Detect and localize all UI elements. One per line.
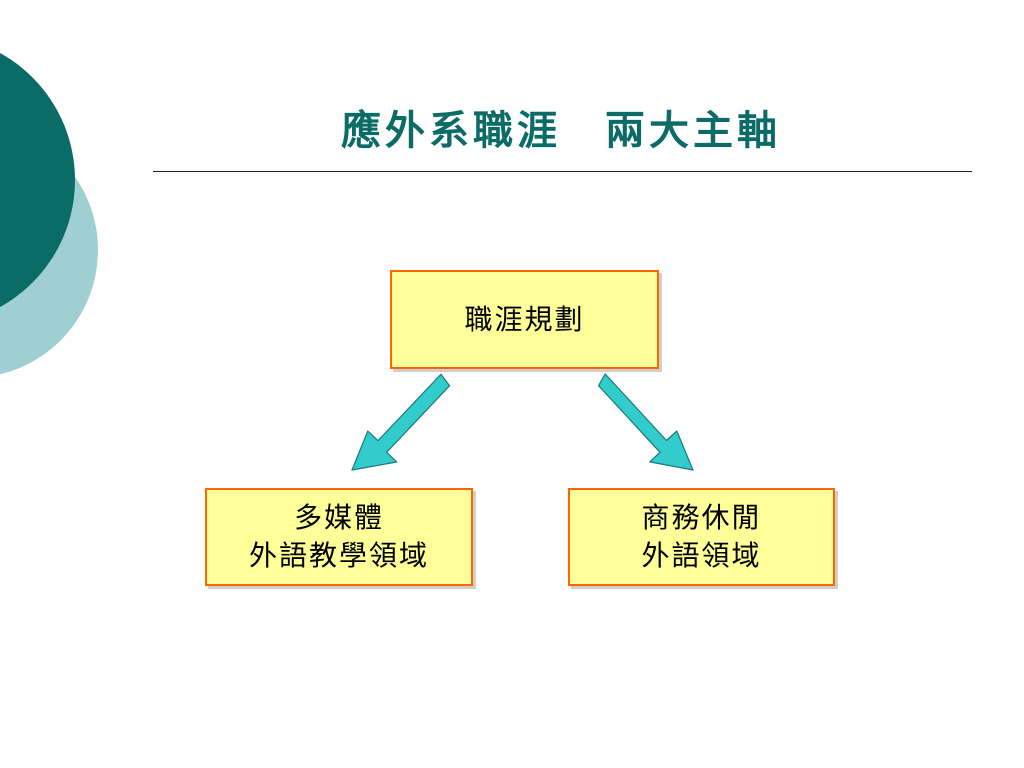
root-node: 職涯規劃 <box>390 270 659 369</box>
child-node-business: 商務休閒 外語領域 <box>568 488 835 586</box>
decorative-circles <box>0 53 98 375</box>
arrow-left-icon <box>351 373 451 471</box>
title-divider <box>153 171 972 172</box>
child-node-multimedia: 多媒體 外語教學領域 <box>205 488 473 586</box>
child-node-line-1: 商務休閒 <box>641 501 762 534</box>
slide-title: 應外系職涯 兩大主軸 <box>341 107 781 154</box>
root-node-label: 職涯規劃 <box>464 302 585 336</box>
decor-dark-circle <box>0 53 75 307</box>
arrow-right-icon <box>597 373 694 471</box>
child-node-line-2: 外語領域 <box>641 539 762 572</box>
child-node-line-2: 外語教學領域 <box>248 539 429 572</box>
child-node-line-1: 多媒體 <box>293 501 384 534</box>
